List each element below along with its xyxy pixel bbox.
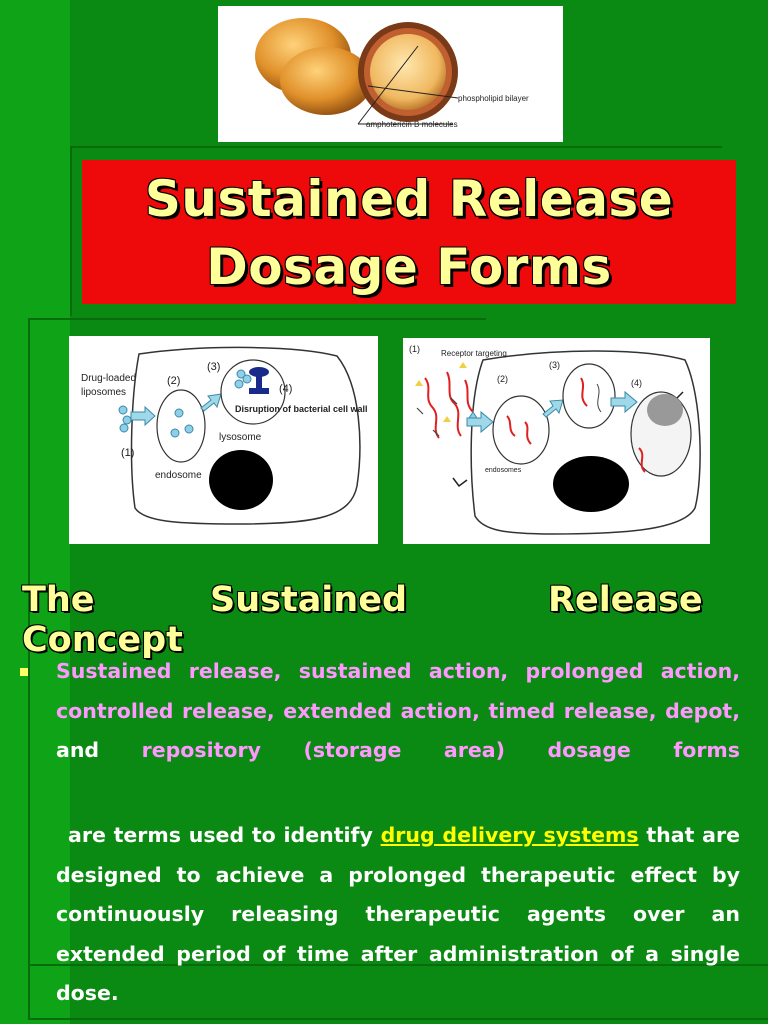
bilayer-label: phospholipid bilayer xyxy=(458,94,529,103)
background-rule xyxy=(28,964,768,966)
arrow-icon xyxy=(130,405,156,427)
disruption-label: Disruption of bacterial cell wall xyxy=(235,404,368,414)
lysosome-shape xyxy=(220,359,286,425)
bullet-marker xyxy=(20,668,28,676)
heading-word: The xyxy=(22,580,95,620)
step-1-label: (1) xyxy=(409,344,420,354)
step-2-label: (2) xyxy=(167,375,180,387)
lysosome-shape xyxy=(562,363,616,429)
step-1-label: (1) xyxy=(121,447,134,459)
background-rule xyxy=(28,318,30,1018)
definition-paragraph: Sustained release, sustained action, pro… xyxy=(56,652,740,771)
lysosome-label: lysosome xyxy=(219,432,262,443)
receptor-label: Receptor targeting xyxy=(441,349,507,358)
background-rule xyxy=(28,1018,768,1020)
arrow-icon xyxy=(200,393,222,412)
conjunction: and xyxy=(56,738,100,762)
step-2-label: (2) xyxy=(497,374,508,384)
arrow-icon xyxy=(466,410,494,434)
drug-loaded-label: Drug-loaded xyxy=(81,373,136,384)
endosome-shape xyxy=(492,395,550,465)
background-band xyxy=(0,0,70,1024)
nucleus-shape xyxy=(209,450,273,510)
liposomes-label: liposomes xyxy=(81,387,126,398)
dosage-form-terms-end: repository (storage area) dosage forms xyxy=(141,738,740,762)
cell-outline xyxy=(130,346,361,525)
title-line-1: Sustained Release xyxy=(144,170,674,228)
background-rule xyxy=(28,318,486,320)
arrow-icon xyxy=(542,399,564,418)
explanation-text-end: that are designed to achieve a prolonged… xyxy=(56,823,740,1005)
molecules-label: amphotericin B molecules xyxy=(366,120,458,129)
receptor-targeting-diagram: (1) Receptor targeting (2) endosomes (3)… xyxy=(403,338,710,544)
bacteria-icon xyxy=(249,367,269,377)
arrow-icon xyxy=(610,390,638,414)
nucleus-shape xyxy=(553,456,629,512)
liposome-uptake-diagram: Drug-loaded liposomes (1) (2) endosome (… xyxy=(69,336,378,544)
drug-delivery-systems-link[interactable]: drug delivery systems xyxy=(380,823,639,847)
background-rule xyxy=(70,146,72,316)
heading-word: Concept xyxy=(22,620,183,660)
endosomes-label: endosomes xyxy=(485,467,522,474)
heading-word: Release xyxy=(548,580,703,620)
heading-word: Sustained xyxy=(210,580,408,620)
title-banner: Sustained Release Dosage Forms xyxy=(82,160,736,304)
dosage-form-terms: Sustained release, sustained action, pro… xyxy=(56,659,740,723)
endosome-shape xyxy=(156,389,206,463)
step-4-label: (4) xyxy=(631,378,642,388)
cell-outline xyxy=(470,350,701,535)
step-3-label: (3) xyxy=(549,360,560,370)
liposome-illustration: phospholipid bilayer amphotericin B mole… xyxy=(218,6,563,142)
explanation-paragraph: are terms used to identify drug delivery… xyxy=(56,816,740,1014)
liposome-sphere xyxy=(280,47,372,115)
title-line-2: Dosage Forms xyxy=(206,238,612,296)
endosome-label: endosome xyxy=(155,470,202,481)
explanation-text: are terms used to identify xyxy=(68,823,373,847)
step-4-label: (4) xyxy=(279,383,292,395)
step-3-label: (3) xyxy=(207,361,220,373)
background-rule xyxy=(70,146,722,148)
